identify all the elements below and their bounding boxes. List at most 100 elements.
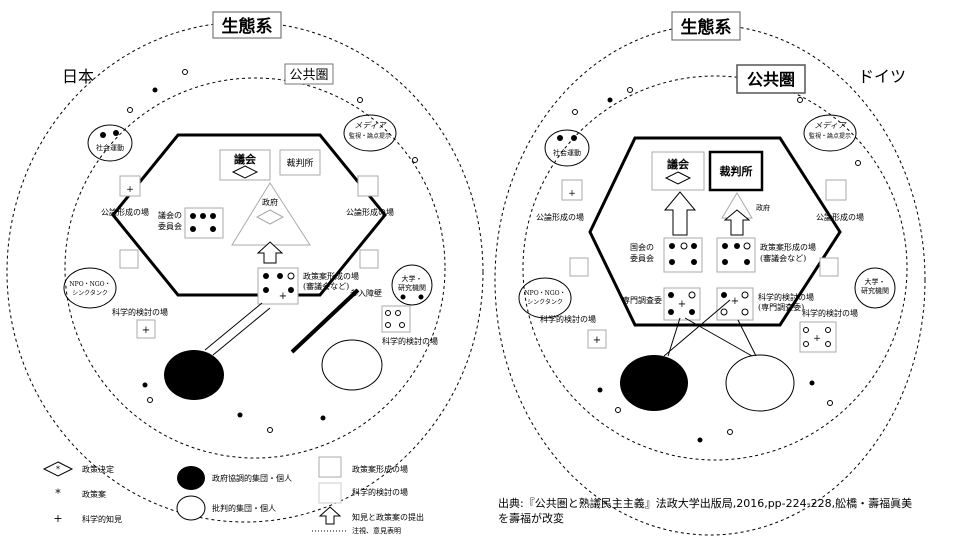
legend-arrow-icon — [318, 506, 342, 525]
committee-label-de-2: 委員会 — [630, 253, 654, 263]
science-forum-box-right — [381, 305, 411, 333]
svg-text:+: + — [593, 335, 601, 346]
source-line-2: を壽福が改変 — [498, 512, 564, 525]
government-label: 政府 — [262, 197, 278, 207]
svg-text:+: + — [813, 334, 821, 344]
legend-government-group: 政府協調的集団・個人 — [212, 473, 292, 483]
science-forum-label-right-de: 科学的検討の場 — [802, 308, 858, 318]
legend-submission: 知見と政策案の提出 — [352, 512, 424, 522]
legend-asterisk-icon: * — [55, 487, 61, 500]
public-forum-label-right-de: 公論形成の場 — [816, 212, 864, 222]
public-sphere-title-box — [284, 63, 334, 85]
policy-forum-label-de-2: (審議会など) — [760, 253, 806, 263]
legend-white-circle-icon — [176, 495, 206, 521]
legend-science-forum-box — [318, 482, 342, 504]
parliament-label: 議会 — [234, 152, 257, 166]
media-label: メディア — [354, 121, 386, 130]
public-forum-label-left-de: 公論形成の場 — [536, 212, 584, 222]
legend-policy-decision: 政策決定 — [82, 464, 114, 474]
svg-text:+: + — [568, 189, 576, 199]
media-sublabel-de: 監視・論点提示 — [809, 132, 851, 140]
svg-text:*: * — [56, 465, 60, 474]
legend-critical-group: 批判的集団・個人 — [212, 503, 276, 513]
gov-cooperative-group — [164, 350, 224, 400]
court-box-de — [708, 150, 764, 192]
public-forum-box-left — [119, 175, 141, 197]
university-label-de-1: 大学・ — [865, 277, 886, 286]
science-forum-inner-label-2: (専門調査委) — [758, 302, 804, 312]
country-label-germany: ドイツ — [858, 67, 907, 86]
policy-forum-label-2: (審議会など) — [303, 281, 349, 291]
media-label-de: メディア — [814, 121, 846, 130]
submission-arrow — [256, 241, 284, 264]
university-circle — [391, 264, 433, 306]
public-sphere-title: 公共圏 — [289, 68, 328, 83]
svg-text:+: + — [126, 185, 134, 195]
source-citation: 出典:『公共圏と熟議民主主義』法政大学出版局,2016,pp-224-228,舩… — [498, 496, 912, 526]
university-label-de-2: 研究機関 — [861, 286, 889, 295]
public-forum-box-right — [357, 175, 379, 197]
svg-text:+: + — [731, 296, 739, 307]
policy-hexagon — [111, 133, 387, 297]
ecosystem-title-box — [212, 11, 282, 39]
committee-box — [184, 207, 224, 239]
ngo-label-1: NPO・NGO・ — [69, 281, 110, 288]
parliament-box-de — [651, 151, 705, 191]
gov-cooperative-group-de — [620, 355, 688, 411]
legend-science-forum: 科学的検討の場 — [352, 487, 408, 497]
critical-group — [321, 339, 383, 391]
critical-group-de — [725, 354, 795, 412]
university-label-1: 大学・ — [402, 274, 423, 283]
ecosystem-circle-de — [494, 24, 926, 536]
court-label: 裁判所 — [286, 157, 313, 169]
svg-text:+: + — [279, 291, 287, 302]
public-forum-label-left: 公論形成の場 — [101, 207, 149, 217]
policy-forum-label-1: 政策案形成の場 — [303, 271, 359, 281]
legend-opinion: 注視、意見表明 — [352, 526, 401, 535]
expert-committee-label-de: 専門調査委 — [622, 295, 662, 305]
svg-text:+: + — [142, 325, 150, 336]
government-label-de: 政府 — [756, 203, 770, 212]
ngo-circle — [63, 267, 117, 309]
policy-forum-label-de-1: 政策案形成の場 — [760, 242, 816, 252]
legend-policy-proposal: 政策案 — [82, 489, 106, 499]
public-sphere-circle-de — [522, 75, 908, 461]
source-line-1: 出典:『公共圏と熟議民主主義』法政大学出版局,2016,pp-224-228,舩… — [498, 497, 913, 510]
country-label-japan: 日本 — [62, 67, 95, 86]
parliament-label-de: 議会 — [667, 157, 690, 171]
barrier-label: 参入障壁 — [350, 288, 382, 298]
germany-diagram: 生態系 公共圏 議会 裁判所 政府 国会の 委員会 政策案形成の場 (審議会など… — [494, 11, 926, 536]
committee-label-1: 議会の — [158, 210, 182, 220]
ecosystem-title-box-de — [671, 11, 741, 41]
ngo-label-de-1: NPO・NGO・ — [524, 290, 565, 297]
legend-diamond-icon — [42, 461, 74, 477]
legend-plus-icon: + — [53, 512, 62, 525]
court-box — [279, 149, 321, 176]
submission-arrow-de-2 — [723, 209, 751, 236]
legend-policy-forum: 政策案形成の場 — [352, 464, 408, 474]
submission-arrow-de-1 — [663, 191, 697, 236]
media-circle — [343, 114, 397, 152]
japan-diagram: 生態系 公共圏 議会 裁判所 政府 議会の 委員会 + 政策案形成の場 (審議会… — [6, 11, 484, 523]
ecosystem-title: 生態系 — [222, 16, 273, 37]
policy-forum-box-de — [716, 237, 756, 273]
policy-hexagon-de — [588, 136, 842, 327]
science-forum-label-right: 科学的検討の場 — [382, 336, 438, 346]
barrier-line — [290, 288, 360, 354]
legend-scientific-knowledge: 科学的知見 — [82, 514, 122, 524]
public-forum-label-right: 公論形成の場 — [346, 207, 394, 217]
social-movement-label: 社会運動 — [96, 143, 124, 152]
ngo-label-de-2: シンクタンク — [527, 298, 563, 306]
ecosystem-circle — [6, 21, 484, 523]
legend: * 政策決定 * 政策案 + 科学的知見 政府協調的集団・個人 批判的集団・個人… — [42, 456, 424, 535]
university-label-2: 研究機関 — [398, 283, 426, 292]
public-sphere-title-box-de — [736, 64, 806, 94]
legend-black-circle-icon — [177, 466, 205, 490]
public-sphere-title-de: 公共圏 — [747, 70, 795, 89]
science-forum-inner-label-1: 科学的検討の場 — [758, 292, 814, 302]
government-diamond — [255, 209, 285, 225]
court-label-de: 裁判所 — [720, 164, 753, 178]
ecosystem-title-de: 生態系 — [681, 17, 732, 38]
